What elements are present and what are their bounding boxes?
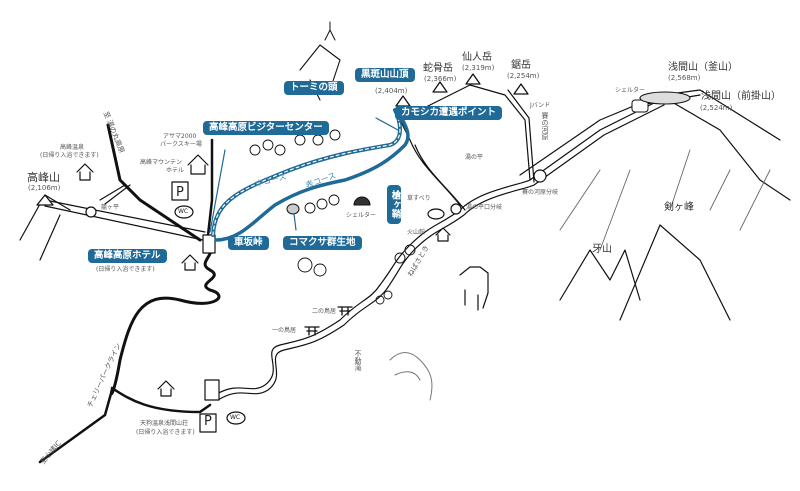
takamine-peak-label: 高峰山 — [27, 171, 60, 184]
takamine-onsen-label: 高峰温泉 — [60, 144, 85, 151]
tengu-onsen-label: 天狗温泉浅間山荘 — [140, 420, 189, 427]
kurumazaka-pass-label: 車坂峠 — [228, 236, 269, 251]
hotel-label: 高峰高原ホテル — [88, 249, 167, 264]
parking-sign: P — [176, 185, 184, 200]
sainokawara-label: 賽の河原 — [541, 112, 549, 140]
mountain-hotel-label-2: ホテル — [166, 167, 185, 174]
naka-course-trail — [211, 108, 402, 237]
road-to-yunomaru — [106, 123, 202, 242]
kusasuberi-label: 草すべり — [407, 195, 431, 202]
omote-course-trail — [214, 113, 410, 242]
ichinotorii-label: 一の鳥居 — [272, 327, 297, 334]
asama-kama-label: 浅間山（釜山） — [668, 62, 738, 73]
kurofu-summit-label: 黒斑山山頂 — [355, 68, 415, 83]
kurofu-elevation: (2,404m) — [375, 87, 408, 95]
sennin-elevation: (2,319m) — [462, 64, 495, 72]
asama2000-label: アサマ2000 — [163, 133, 197, 140]
road-switchback — [110, 238, 221, 396]
takamine-onsen-note: (日帰り入浴できます) — [40, 152, 99, 159]
nokogiri-peak-label: 鋸岳 — [511, 60, 531, 71]
road-cherry-park — [38, 388, 114, 464]
yunotaira-junction-label: 湯の平口分岐 — [466, 204, 503, 211]
wc-icon-2: WC — [230, 414, 241, 421]
yunotaira-label: 湯の平 — [465, 154, 484, 161]
ninotorii-label: 二の鳥居 — [312, 308, 337, 315]
ski-area-label: パークスキー場 — [160, 141, 202, 148]
kamoshika-point-label: カモシカ遭遇ポイント — [395, 106, 503, 121]
kiba-label: 牙山 — [592, 244, 612, 255]
komakusa-label: コマクサ群生地 — [283, 236, 362, 251]
jakotsu-elevation: (2,366m) — [424, 75, 457, 83]
fudotaki-label: 不動滝 — [354, 350, 362, 371]
asama-maekake-elevation: (2,524m) — [700, 104, 733, 112]
sennin-peak-label: 仙人岳 — [462, 52, 492, 63]
tsurugigamine-label: 剣ヶ峰 — [664, 202, 694, 213]
takamine-peak-elevation: (2,106m) — [28, 184, 61, 192]
wc-icon: WC — [178, 208, 189, 215]
road-asama2000 — [206, 138, 214, 237]
tengu-onsen-note: (日帰り入浴できます) — [136, 429, 195, 436]
kazankan-label: 火山館 — [407, 229, 426, 236]
jakotsu-peak-label: 蛇骨岳 — [423, 63, 453, 74]
kagotaira-label: 籠ヶ平 — [101, 204, 120, 211]
mountain-hotel-label-1: 高峰マウンテン — [140, 159, 183, 166]
nokogiri-elevation: (2,254m) — [507, 72, 540, 80]
parking-sign-2: P — [204, 414, 212, 429]
visitor-center-label: 高峰高原ビジターセンター — [203, 121, 329, 136]
tomi-label: トーミの頭 — [284, 81, 344, 96]
asama-kama-elevation: (2,568m) — [668, 74, 701, 82]
road-tengu — [110, 386, 212, 414]
shelter-label-1: シェルター — [346, 212, 377, 219]
hotel-note: (日帰り入浴できます) — [96, 266, 155, 273]
yarigasaya-label: 槍ヶ鞘 — [387, 185, 402, 224]
shelter-label-2: シェルター — [615, 87, 646, 94]
j-band-label: Jバンド — [530, 102, 551, 109]
sainokawara-junction-label: 賽の河原分岐 — [522, 189, 559, 196]
asama-maekake-label: 浅間山（前掛山） — [701, 91, 781, 102]
